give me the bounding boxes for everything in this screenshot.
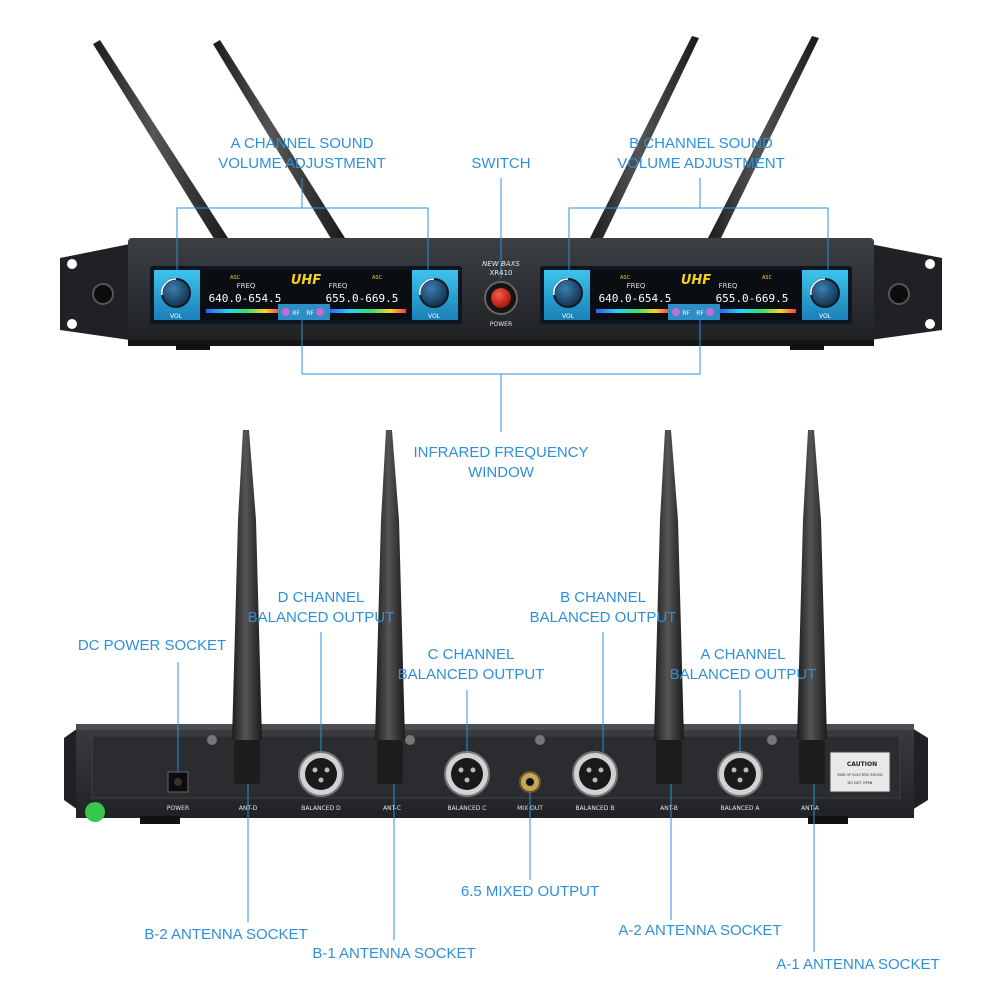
rear-ant-b-label: ANT-B [660, 805, 678, 812]
rear-panel [64, 724, 928, 824]
rear-antenna-a [797, 430, 827, 784]
front-antenna-4 [708, 36, 819, 240]
label-a-output-line2: BALANCED OUTPUT [669, 666, 817, 683]
front-antenna-1 [93, 40, 228, 242]
rf-label-3: RF [682, 310, 690, 317]
freq-label-4: FREQ [719, 282, 738, 290]
caution-title: CAUTION [847, 761, 877, 768]
label-c-output-line2: BALANCED OUTPUT [397, 666, 545, 683]
freq-label-1: FREQ [237, 282, 256, 290]
rear-ant-c-label: ANT-C [383, 805, 401, 812]
volume-knob-b[interactable] [419, 278, 449, 308]
label-b-output-line1: B CHANNEL [560, 589, 646, 606]
label-dc-power: DC POWER SOCKET [77, 637, 227, 654]
label-a2-antenna: A-2 ANTENNA SOCKET [618, 922, 782, 939]
rear-balanced-a-label: BALANCED A [721, 805, 761, 812]
left-freq-range-a: 640.0-654.5 [209, 292, 282, 305]
rear-balanced-d-label: BALANCED D [301, 805, 341, 812]
xlr-socket-b[interactable] [572, 751, 618, 797]
vol-label-2: VOL [428, 313, 441, 320]
xlr-socket-a[interactable] [717, 751, 763, 797]
uhf-right: UHF [681, 273, 711, 288]
vol-label-3: VOL [562, 313, 575, 320]
caution-sticker [829, 751, 891, 793]
caution-line-1: RISK OF ELECTRIC SHOCK [837, 773, 883, 777]
rear-balanced-b-label: BALANCED B [576, 805, 615, 812]
caution-line-2: DO NOT OPEN [848, 781, 873, 785]
freq-label-2: FREQ [329, 282, 348, 290]
volume-knob-c[interactable] [553, 278, 583, 308]
freq-label-3: FREQ [627, 282, 646, 290]
label-b1-antenna: B-1 ANTENNA SOCKET [312, 945, 476, 962]
front-antenna-2 [213, 40, 345, 242]
brand-logo: NEW BAXS [482, 260, 520, 268]
dc-power-jack[interactable] [167, 771, 189, 793]
right-freq-range-b: 655.0-669.5 [716, 292, 789, 305]
rear-antenna-b [654, 430, 684, 784]
label-b-output-line2: BALANCED OUTPUT [529, 609, 677, 626]
label-c-output-line1: C CHANNEL [427, 646, 515, 663]
right-freq-range-a: 640.0-654.5 [599, 292, 672, 305]
label-a-channel-volume-line2: VOLUME ADJUSTMENT [218, 155, 386, 172]
label-c-output: C CHANNEL BALANCED OUTPUT [386, 645, 556, 685]
asc-label-2: ASC [372, 275, 383, 281]
label-d-output-line2: BALANCED OUTPUT [247, 609, 395, 626]
asc-label-1: ASC [230, 275, 241, 281]
label-a1-antenna: A-1 ANTENNA SOCKET [776, 956, 940, 973]
left-freq-range-b: 655.0-669.5 [326, 292, 399, 305]
rear-antenna-d [232, 430, 262, 784]
front-antenna-3 [590, 36, 699, 240]
label-b-channel-volume-line1: B CHANNEL SOUND [629, 135, 773, 152]
label-d-output: D CHANNEL BALANCED OUTPUT [236, 588, 406, 628]
mix-out-jack[interactable] [519, 771, 541, 793]
rf-label-4: RF [696, 310, 704, 317]
label-b-channel-volume: B CHANNEL SOUND VOLUME ADJUSTMENT [601, 134, 801, 174]
label-a-output-line1: A CHANNEL [700, 646, 786, 663]
xlr-socket-c[interactable] [444, 751, 490, 797]
power-label: POWER [490, 321, 512, 328]
rf-label-2: RF [306, 310, 314, 317]
label-switch: SWITCH [471, 155, 531, 172]
label-a-channel-volume-line1: A CHANNEL SOUND [230, 135, 374, 152]
infrared-window-left [282, 308, 324, 316]
label-d-output-line1: D CHANNEL [277, 589, 365, 606]
volume-knob-d[interactable] [810, 278, 840, 308]
label-mixed-output: 6.5 MIXED OUTPUT [460, 883, 600, 900]
rear-power-label: POWER [167, 805, 189, 812]
label-b-channel-volume-line2: VOLUME ADJUSTMENT [617, 155, 785, 172]
xlr-socket-d[interactable] [298, 751, 344, 797]
volume-knob-a[interactable] [161, 278, 191, 308]
label-infrared-window-line1: INFRARED FREQUENCY [413, 444, 589, 461]
label-a-output: A CHANNEL BALANCED OUTPUT [658, 645, 828, 685]
uhf-left: UHF [291, 273, 321, 288]
rear-ant-a-label: ANT-A [801, 805, 820, 812]
callout-lines-front [176, 178, 829, 432]
label-infrared-window-line2: WINDOW [468, 464, 534, 481]
callout-lines-rear [177, 632, 815, 952]
rear-ant-d-label: ANT-D [239, 805, 258, 812]
model-number: XR410 [489, 269, 512, 277]
rf-label-1: RF [292, 310, 300, 317]
label-infrared-window: INFRARED FREQUENCY WINDOW [401, 443, 601, 483]
rear-antenna-c [375, 430, 405, 784]
label-b-output: B CHANNEL BALANCED OUTPUT [518, 588, 688, 628]
asc-label-3: ASC [620, 275, 631, 281]
vol-label-4: VOL [819, 313, 832, 320]
rear-mix-out-label: MIX OUT [517, 805, 543, 812]
infrared-window-right [672, 308, 714, 316]
label-b2-antenna: B-2 ANTENNA SOCKET [144, 926, 308, 943]
asc-label-4: ASC [762, 275, 773, 281]
label-a-channel-volume: A CHANNEL SOUND VOLUME ADJUSTMENT [202, 134, 402, 174]
power-button[interactable] [484, 281, 518, 315]
vol-label-1: VOL [170, 313, 183, 320]
rear-balanced-c-label: BALANCED C [448, 805, 487, 812]
